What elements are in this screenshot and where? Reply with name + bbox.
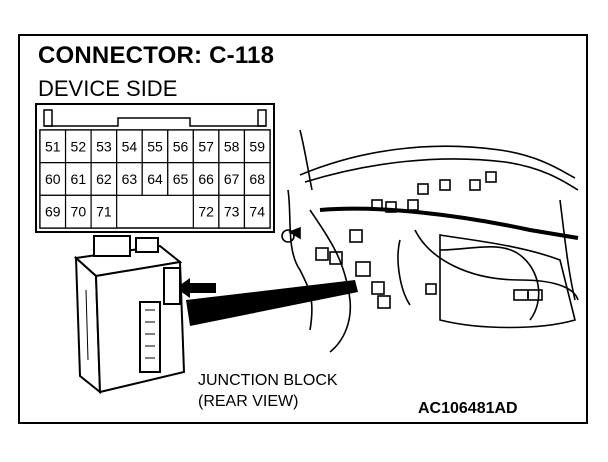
connector-face: 51 52 53 54 55 56 57 58 59 60 61 62 63 64 65 66 67 68 69 70… (35, 103, 275, 233)
pin-label-58: 58 (224, 138, 240, 154)
pin-label-70: 70 (71, 204, 87, 220)
component-label-line-2: (REAR VIEW) (198, 393, 299, 410)
pin-cell-73 (218, 194, 246, 229)
pin-cell-60 (39, 162, 67, 196)
pin-cell-67 (218, 162, 246, 196)
pin-label-64: 64 (147, 171, 163, 187)
pin-cell-69 (39, 194, 67, 229)
pin-label-53: 53 (96, 138, 112, 154)
pin-cell-71 (90, 194, 118, 229)
pin-label-56: 56 (173, 138, 189, 154)
pin-cell-52 (64, 129, 92, 164)
pin-label-67: 67 (224, 171, 240, 187)
pin-cell-70 (64, 194, 92, 229)
pin-label-59: 59 (249, 138, 265, 154)
component-label: JUNCTION BLOCK (REAR VIEW) (198, 370, 338, 412)
pin-cell-59 (243, 129, 271, 164)
pin-cell-74 (243, 194, 271, 229)
pin-label-65: 65 (173, 171, 189, 187)
pin-grid: 51 52 53 54 55 56 57 58 59 60 61 62 63 64 65 66 67 68 69 70… (39, 129, 271, 229)
pin-label-51: 51 (45, 138, 61, 154)
pin-label-61: 61 (71, 171, 87, 187)
pin-label-63: 63 (122, 171, 138, 187)
connector-title: CONNECTOR: C-118 (38, 42, 275, 69)
diagram-frame (18, 34, 588, 424)
pin-cell-61 (64, 162, 92, 196)
pin-cell-63 (116, 162, 143, 196)
component-label-line-1: JUNCTION BLOCK (198, 372, 338, 389)
pin-label-57: 57 (198, 138, 214, 154)
dashboard-wiring (281, 129, 579, 353)
pin-label-62: 62 (96, 171, 112, 187)
pin-cell-64 (141, 162, 169, 196)
pin-label-73: 73 (224, 204, 240, 220)
pointer-arrow (176, 278, 358, 326)
pin-label-71: 71 (96, 204, 112, 220)
junction-block (73, 235, 186, 395)
pin-label-74: 74 (249, 204, 265, 220)
pin-label-72: 72 (198, 204, 214, 220)
pin-cell-58 (218, 129, 246, 164)
pin-cell-72 (192, 194, 220, 229)
pin-label-54: 54 (122, 138, 138, 154)
pin-cell-65 (167, 162, 194, 196)
pin-cell-56 (167, 129, 194, 164)
connector-subtitle: DEVICE SIDE (38, 76, 178, 101)
pin-label-66: 66 (198, 171, 214, 187)
pin-label-52: 52 (71, 138, 87, 154)
pin-label-69: 69 (45, 204, 61, 220)
reference-code: AC106481AD (418, 400, 518, 417)
pin-label-60: 60 (45, 171, 61, 187)
pin-label-55: 55 (147, 138, 163, 154)
pin-label-68: 68 (249, 171, 265, 187)
